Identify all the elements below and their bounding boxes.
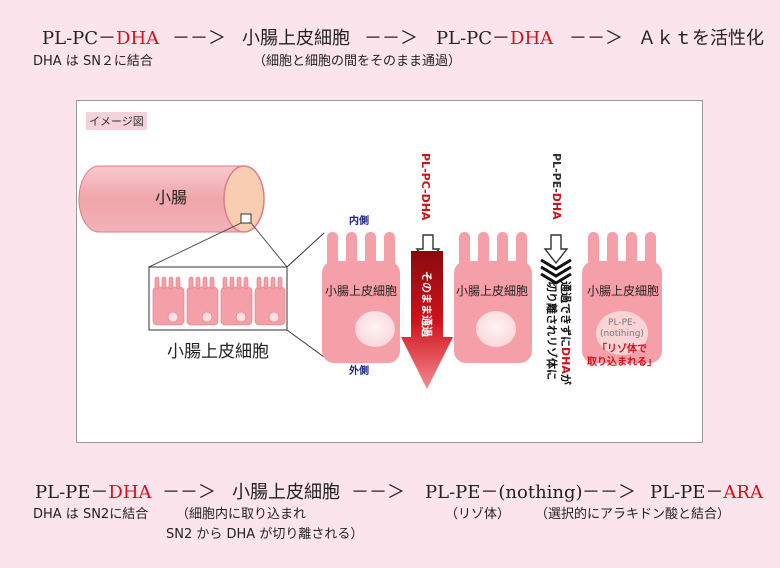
zoom-line-right xyxy=(250,222,288,268)
bottom-step-1: PL-PE－DHA xyxy=(35,482,152,503)
down-arrow-small-2 xyxy=(543,234,569,265)
zoom-line-left xyxy=(148,222,242,268)
top-arrow-3: －－＞ xyxy=(569,28,623,49)
top-note-mid: （細胞と細胞の間をそのまま通過） xyxy=(253,54,462,69)
pc-dha-vertical-label: PL-PC-DHA xyxy=(419,153,432,221)
epithelium-label: 小腸上皮細胞 xyxy=(167,342,269,362)
bottom-step-3: PL-PE－(nothing) xyxy=(425,482,583,503)
nothing-line-1: PL-PE- xyxy=(608,318,636,328)
intestine-tube xyxy=(78,165,265,233)
bottom-note-lyso: （リゾ体） xyxy=(445,507,511,522)
bottom-note-mid-2: SN2 から DHA が切り離される） xyxy=(166,527,364,542)
cell-2-label: 小腸上皮細胞 xyxy=(456,284,528,298)
zoom-box xyxy=(240,213,252,224)
pe-dha-vertical-label: PL-PE-DHA xyxy=(550,153,563,220)
top-step-2: 小腸上皮細胞 xyxy=(242,28,350,49)
bottom-note-mid-1: （細胞内に取り込まれ xyxy=(176,507,307,522)
bottom-arrow-1: －－＞ xyxy=(162,482,216,503)
bottom-flow: PL-PE－DHA －－＞ 小腸上皮細胞 －－＞ PL-PE－(nothing)… xyxy=(0,478,780,503)
nothing-line-2: (notihing) xyxy=(600,329,644,339)
diagram-svg: 小腸 xyxy=(78,153,662,389)
inner-side-label: 内側 xyxy=(349,214,369,227)
top-note-left: DHA は SN２に結合 xyxy=(33,54,153,69)
bottom-note-right: （選択的にアラキドン酸と結合） xyxy=(535,507,731,522)
bottom-arrow-3: －－＞ xyxy=(582,482,636,503)
lyso-line-1: 「リゾ体で xyxy=(597,342,647,355)
top-step-3: PL-PC－DHA xyxy=(436,28,554,49)
bottom-step-2: 小腸上皮細胞 xyxy=(232,482,340,503)
cell-2 xyxy=(454,232,532,363)
intestine-label: 小腸 xyxy=(155,188,187,207)
bottom-arrow-2: －－＞ xyxy=(351,482,405,503)
top-step-1: PL-PC－DHA xyxy=(42,28,160,49)
barrier-chevrons xyxy=(540,258,572,285)
diagram-tag: イメージ図 xyxy=(86,112,147,130)
bottom-step-4: PL-PE－ARA xyxy=(650,482,763,503)
cell-3 xyxy=(582,232,662,363)
cell-1 xyxy=(322,232,400,363)
cleave-label-line-2: 切り離されリゾ体に xyxy=(545,281,559,380)
cleave-label-line-1: 通過できずにDHAが xyxy=(559,281,573,385)
top-flow: PL-PC－DHA －－＞ 小腸上皮細胞 －－＞ PL-PC－DHA －－＞ Ａ… xyxy=(34,24,774,49)
cell-3-label: 小腸上皮細胞 xyxy=(587,284,659,298)
top-arrow-1: －－＞ xyxy=(172,28,226,49)
diagram-panel: イメージ図 xyxy=(76,100,703,443)
cell-1-label: 小腸上皮細胞 xyxy=(325,284,397,298)
top-arrow-2: －－＞ xyxy=(364,28,418,49)
link-line-bottom xyxy=(286,329,325,358)
pass-through-arrow xyxy=(401,251,453,389)
pass-through-label: そのまま通過 xyxy=(420,271,434,338)
link-line-top xyxy=(286,232,325,268)
inset-cells xyxy=(152,276,286,326)
top-step-4: Ａｋｔを活性化 xyxy=(638,28,764,49)
bottom-note-left: DHA は SN2に結合 xyxy=(33,507,149,522)
lyso-line-2: 取り込まれる」 xyxy=(587,355,657,368)
outer-side-label: 外側 xyxy=(348,364,369,377)
